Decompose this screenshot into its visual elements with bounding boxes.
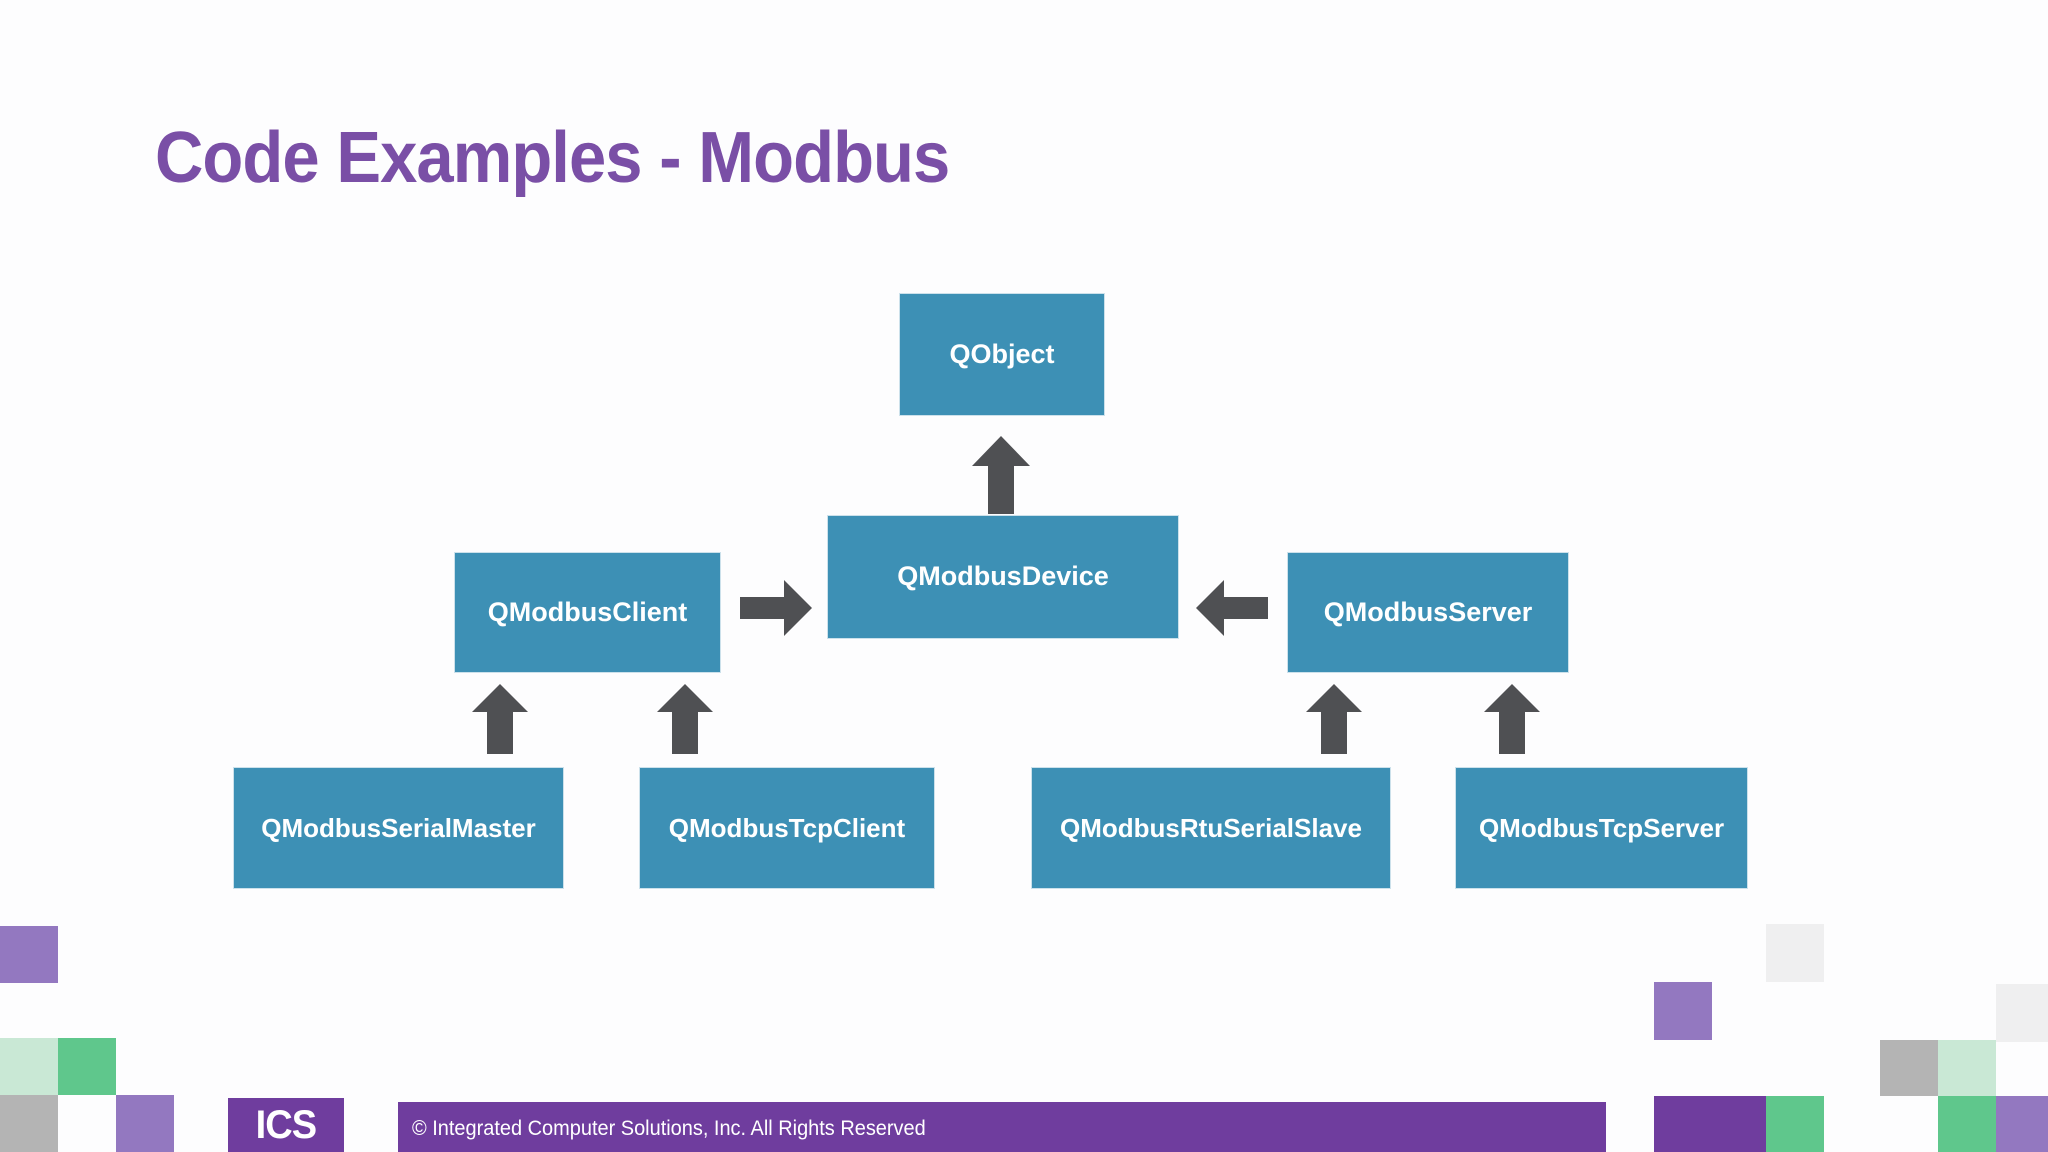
- tile-br-purple-1: [1654, 982, 1712, 1040]
- footer-bar: [398, 1102, 1606, 1152]
- ics-logo: ICS: [228, 1098, 344, 1152]
- arrow-up-icon: [972, 436, 1030, 514]
- node-label: QModbusClient: [487, 596, 688, 627]
- node-label: QModbusTcpClient: [668, 812, 906, 843]
- ics-logo-label: ICS: [255, 1103, 317, 1147]
- tile-bl-purple-2: [116, 1095, 174, 1152]
- tile-br-lightgray-2: [1996, 984, 2048, 1042]
- diagram-node-qobject: QObject: [900, 294, 1104, 415]
- node-label: QModbusDevice: [897, 561, 1109, 592]
- arrow-left-icon: [1196, 580, 1268, 636]
- diagram-node-qmodbustcpclient: QModbusTcpClient: [640, 768, 934, 888]
- page-title: Code Examples - Modbus: [155, 118, 950, 198]
- diagram-node-qmodbusrtuserialslave: QModbusRtuSerialSlave: [1032, 768, 1390, 888]
- diagram-node-qmodbusdevice: QModbusDevice: [828, 516, 1178, 638]
- node-label: QModbusRtuSerialSlave: [1060, 812, 1362, 843]
- tile-br-lightgreen-1: [1938, 1040, 1996, 1096]
- arrow-up-icon: [472, 684, 528, 754]
- tile-br-lightgray-1: [1766, 924, 1824, 982]
- diagram-node-qmodbusserialmaster: QModbusSerialMaster: [234, 768, 563, 888]
- tile-bl-gray-1: [0, 1095, 58, 1152]
- arrow-up-icon: [1484, 684, 1540, 754]
- tile-br-purple-2: [1996, 1096, 2048, 1152]
- copyright-text: © Integrated Computer Solutions, Inc. Al…: [412, 1117, 926, 1140]
- tile-br-green-1: [1766, 1096, 1824, 1152]
- tile-bl-green-1: [58, 1038, 116, 1095]
- diagram-node-qmodbusserver: QModbusServer: [1288, 553, 1568, 672]
- tile-br-darkpurple-1: [1654, 1096, 1766, 1152]
- node-label: QModbusTcpServer: [1478, 812, 1725, 843]
- diagram-node-qmodbusclient: QModbusClient: [455, 553, 720, 672]
- node-label: QObject: [949, 338, 1055, 369]
- tile-br-gray-1: [1880, 1040, 1938, 1096]
- node-label: QModbusSerialMaster: [261, 812, 536, 843]
- arrow-up-icon: [657, 684, 713, 754]
- arrow-up-icon: [1306, 684, 1362, 754]
- tile-br-green-2: [1938, 1096, 1996, 1152]
- node-label: QModbusServer: [1323, 596, 1533, 627]
- diagram-node-qmodbustcpserver: QModbusTcpServer: [1456, 768, 1747, 888]
- tile-bl-lightgreen-1: [0, 1038, 58, 1095]
- arrow-right-icon: [740, 580, 812, 636]
- tile-bl-purple-1: [0, 926, 58, 983]
